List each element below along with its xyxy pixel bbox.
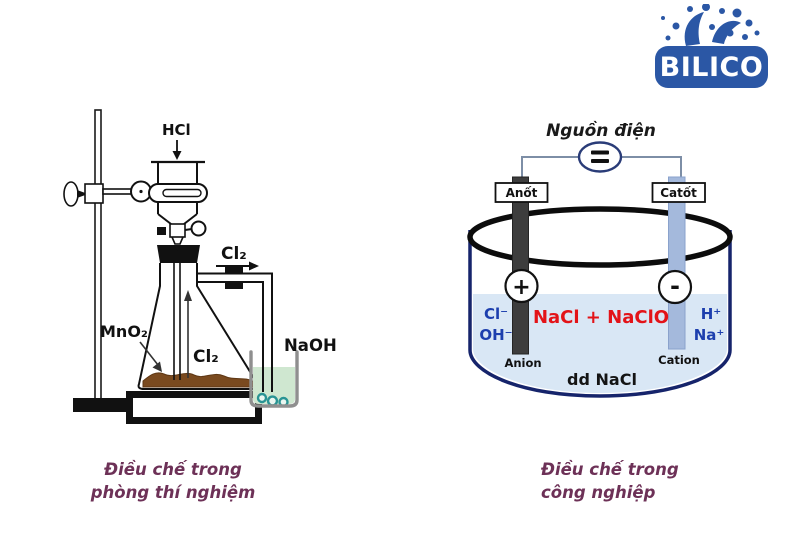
minus-terminal-circle — [657, 269, 693, 305]
hcl-label: HCl — [162, 121, 191, 139]
mno2-powder — [142, 372, 255, 388]
cl2-out-label: Cl₂ — [221, 244, 247, 264]
tube-coupling-bottom — [225, 283, 243, 289]
industry-caption-line1: Điều chế trong — [541, 460, 679, 479]
mno2-arrow-head — [152, 361, 162, 372]
cathode-box — [651, 182, 706, 203]
anode-box — [494, 182, 549, 203]
stand-rod — [94, 109, 102, 403]
oh-ion-label: OH⁻ — [479, 326, 512, 344]
na-ion-label: Na⁺ — [694, 326, 725, 344]
wire-left — [521, 156, 579, 184]
clamp-hub — [84, 183, 104, 204]
mno2-arrow-line — [139, 341, 159, 366]
clamp-wingnut — [63, 181, 79, 207]
mno2-label: MnO₂ — [100, 322, 148, 341]
naoh-beaker — [249, 350, 299, 408]
clamp-joint-pin — [139, 189, 143, 194]
clamp-jaw-slot — [162, 188, 202, 198]
gas-tube-outer — [197, 272, 273, 392]
stopcock-body — [169, 223, 186, 238]
funnel-tip-point — [174, 245, 181, 251]
stopper — [157, 245, 200, 263]
anode-electrode — [512, 176, 529, 355]
plus-sign: + — [512, 275, 530, 300]
logo-splash — [661, 4, 760, 46]
cathode-label: Catốt — [660, 186, 697, 200]
cation-label: Cation — [658, 353, 700, 367]
stopcock-knob — [190, 220, 207, 237]
cl2-up-arrow-head — [184, 290, 192, 301]
bilico-logo: BILICO — [655, 46, 768, 88]
tank-rim — [467, 206, 733, 268]
tank-liquid — [473, 294, 727, 393]
cathode-electrode — [668, 176, 686, 350]
anode-label: Anốt — [506, 186, 538, 200]
stand-base — [73, 398, 128, 412]
lab-caption: Điều chế trong phòng thí nghiệm — [78, 458, 268, 504]
minus-sign: - — [670, 272, 680, 300]
tube-coupling-top — [225, 266, 243, 273]
clamp-wingnut-screw — [77, 190, 88, 198]
lab-apparatus-diagram: Cl₂ MnO₂ HCl — [63, 109, 337, 424]
lab-caption-line1: Điều chế trong — [104, 460, 242, 479]
bubble-1 — [256, 392, 268, 404]
plus-terminal-circle — [504, 268, 539, 304]
cl-ion-label: Cl⁻ — [484, 305, 508, 323]
industry-caption: Điều chế trong công nghiệp — [541, 458, 731, 504]
wire-right — [621, 156, 682, 184]
h-ion-label: H⁺ — [701, 305, 721, 323]
cl2-inside-label: Cl₂ — [193, 347, 219, 367]
clamp-arm — [102, 188, 134, 195]
bubble-2 — [266, 395, 279, 407]
cl2-out-arrow-head — [249, 261, 259, 271]
anion-label: Anion — [504, 356, 541, 370]
logo-text: BILICO — [659, 51, 764, 83]
industry-caption-line2: công nghiệp — [541, 483, 656, 502]
hcl-arrow-head — [172, 151, 182, 160]
naoh-label: NaOH — [284, 336, 337, 355]
electrolysis-diagram: Nguồn điện Anốt Catốt + - Cl⁻ OH⁻ NaCl +… — [467, 120, 733, 398]
stopcock-tap — [157, 227, 166, 235]
power-source-label: Nguồn điện — [546, 120, 656, 141]
dc-source-equals-icon — [591, 150, 609, 163]
power-source-symbol — [577, 141, 623, 173]
products-label: NaCl + NaClO — [533, 307, 669, 328]
lab-caption-line2: phòng thí nghiệm — [90, 483, 256, 502]
solution-label: dd NaCl — [567, 370, 637, 389]
gas-tube-inner — [197, 281, 264, 392]
funnel-taper-left — [157, 213, 172, 225]
funnel-tip — [171, 236, 184, 245]
flask-tray — [126, 391, 262, 424]
funnel-taper-right — [183, 213, 198, 225]
